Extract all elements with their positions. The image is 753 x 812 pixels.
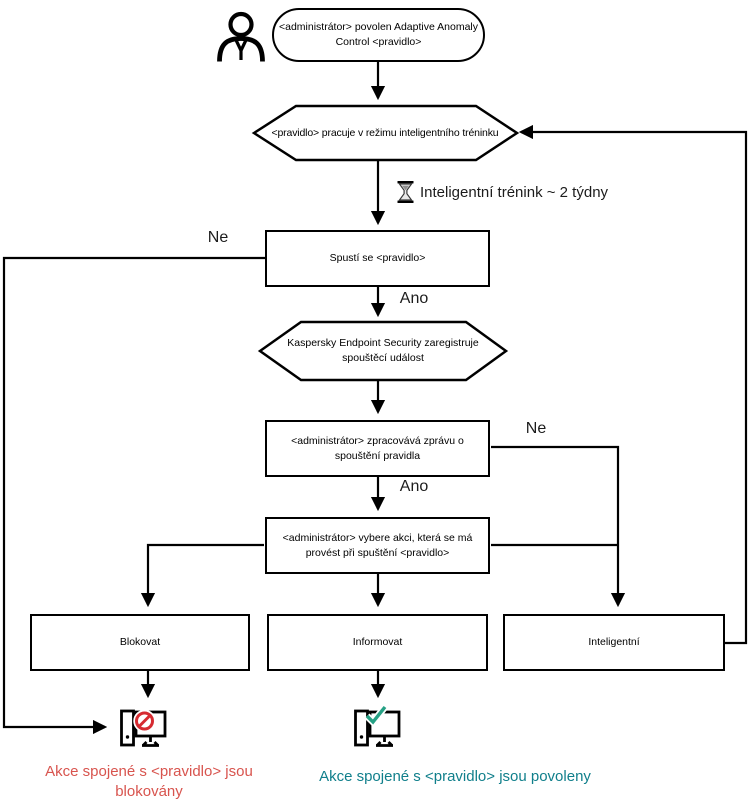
arrow-no-left-to-blocked — [2, 256, 266, 735]
node-admin-selects-action: <administrátor> vybere akci, která se má… — [265, 517, 490, 574]
blocked-monitor-icon — [120, 709, 167, 747]
arrow-no-right-to-smart — [491, 445, 626, 608]
person-icon — [217, 11, 265, 62]
node-rule-triggers: Spustí se <pravidlo> — [265, 230, 490, 287]
training-duration-label: Inteligentní trénink ~ 2 týdny — [420, 184, 609, 201]
hexagon-training-mode — [251, 104, 520, 162]
node-admin-selects-action-label: <administrátor> vybere akci, která se má… — [282, 531, 473, 559]
node-action-inform-label: Informovat — [352, 636, 403, 649]
branch-label-ano-2: Ano — [399, 478, 429, 495]
branch-label-ne-right: Ne — [525, 420, 547, 437]
node-action-block: Blokovat — [30, 614, 250, 671]
outcome-allowed-label: Akce spojené s <pravidlo> jsou povoleny — [319, 768, 591, 785]
node-admin-processes-report: <administrátor> zpracovává zprávu o spou… — [265, 420, 490, 477]
branch-label-ano-1: Ano — [399, 290, 429, 307]
node-kes-registers: Kaspersky Endpoint Security zaregistruje… — [264, 323, 502, 379]
node-action-inform: Informovat — [267, 614, 488, 671]
node-action-smart: Inteligentní — [503, 614, 725, 671]
prohibition-icon — [133, 709, 156, 733]
node-training-mode: <pravidlo> pracuje v režimu inteligentní… — [252, 108, 518, 158]
node-action-block-label: Blokovat — [119, 636, 161, 649]
hexagon-kes-registers — [257, 320, 509, 382]
node-start: <administrátor> povolen Adaptive Anomaly… — [272, 8, 485, 62]
connector-lines — [2, 61, 748, 735]
arrow-select-to-block — [140, 543, 264, 608]
check-icon — [364, 704, 388, 728]
branch-label-ne-left: Ne — [207, 229, 229, 246]
arrow-smart-loop-to-training — [518, 124, 748, 645]
node-rule-triggers-label: Spustí se <pravidlo> — [329, 252, 426, 265]
node-admin-processes-report-label: <administrátor> zpracovává zprávu o spou… — [291, 434, 464, 462]
hourglass-icon — [397, 181, 414, 203]
node-training-mode-label: <pravidlo> pracuje v režimu inteligentní… — [271, 126, 499, 139]
outcome-blocked-label: Akce spojené s <pravidlo> jsou blokovány — [45, 763, 253, 800]
node-action-smart-label: Inteligentní — [588, 636, 640, 649]
node-start-label: <administrátor> povolen Adaptive Anomaly… — [278, 21, 479, 48]
allowed-monitor-icon — [354, 704, 401, 747]
node-kes-registers-label: Kaspersky Endpoint Security zaregistruje… — [287, 337, 479, 364]
